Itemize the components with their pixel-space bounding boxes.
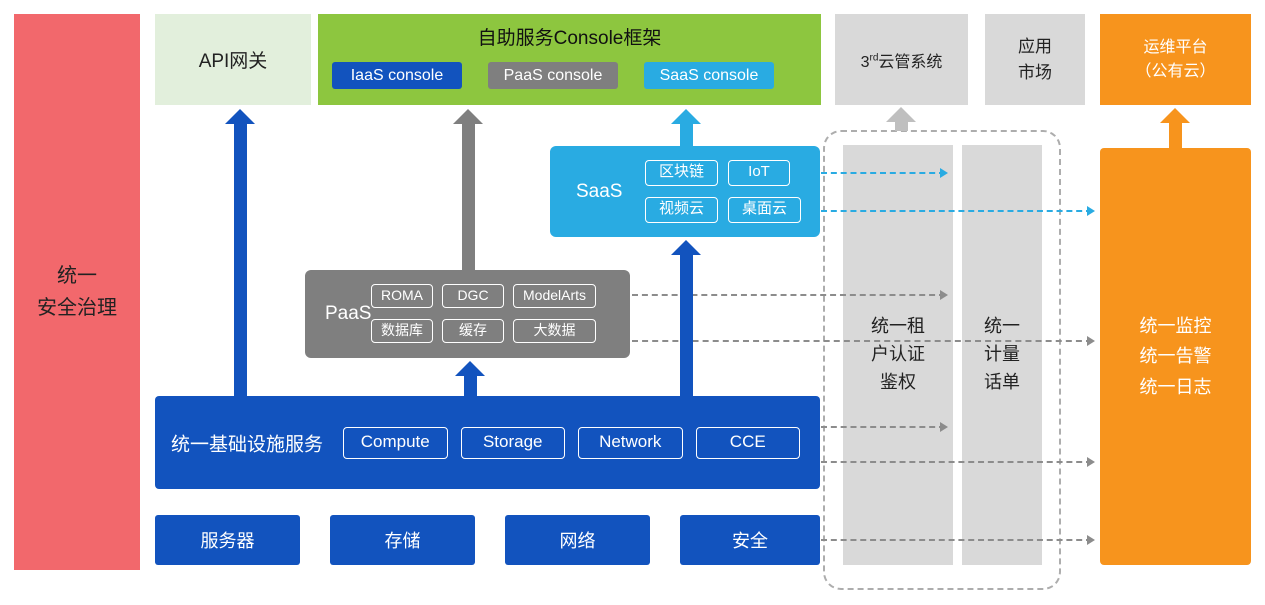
hardware-label-server: 服务器 — [200, 531, 255, 551]
infra-chip-compute: Compute — [343, 426, 448, 459]
dashed-line-paas-to-monitor — [632, 336, 1095, 346]
tenant-services-dashed-group — [823, 130, 1061, 590]
dashed-line-saas-to-metering — [821, 168, 948, 178]
third-party-sup: rd — [869, 52, 879, 64]
arrow-shaft — [233, 122, 247, 396]
hardware-box-server: 服务器 — [155, 515, 300, 565]
saas-chip-desktop-cloud: 桌面云 — [728, 197, 802, 223]
metering-bar: 统一 计量 话单 — [962, 145, 1042, 565]
hardware-box-network: 网络 — [505, 515, 650, 565]
saas-chip-video-cloud: 视频云 — [645, 197, 719, 223]
infra-chip-network: Network — [578, 426, 683, 459]
saas-chip-grid: 区块链 IoT 视频云 桌面云 — [645, 160, 802, 223]
hardware-box-security: 安全 — [680, 515, 820, 565]
arrow-head — [225, 109, 255, 124]
om-platform-label: 运维平台 （公有云） — [1135, 38, 1216, 80]
paas-chip-cache: 缓存 — [442, 319, 504, 343]
third-party-suffix: 云管系统 — [878, 53, 943, 71]
hardware-label-security: 安全 — [732, 531, 768, 551]
dashed-line-infra-to-monitor — [821, 457, 1095, 467]
saas-console-chip: SaaS console — [644, 62, 774, 89]
console-frame-title: 自助服务Console框架 — [477, 28, 662, 49]
arrow-shaft — [679, 253, 693, 396]
arrow-infra-to-api-gateway — [225, 109, 255, 396]
arrow-shaft — [461, 122, 475, 270]
infra-chip-row: Compute Storage Network CCE — [343, 426, 800, 459]
tenant-auth-label: 统一租 户认证 鉴权 — [871, 316, 925, 392]
arrow-head — [886, 107, 916, 122]
arrow-head — [455, 361, 485, 376]
arrow-shaft — [463, 374, 477, 396]
arrow-shaft — [894, 120, 908, 131]
metering-label: 统一 计量 话单 — [984, 316, 1020, 392]
arrow-head — [671, 109, 701, 124]
arrow-monitor-to-om-platform — [1160, 108, 1190, 148]
dashed-line-infra-to-metering — [821, 422, 948, 432]
security-governance-bar: 统一 安全治理 — [14, 14, 140, 570]
third-party-prefix: 3 — [860, 53, 870, 71]
api-gateway-box: API网关 — [155, 14, 311, 105]
tenant-auth-bar: 统一租 户认证 鉴权 — [843, 145, 953, 565]
paas-chip-grid: ROMA DGC ModelArts 数据库 缓存 大数据 — [371, 284, 597, 343]
dashed-line-hardware-to-monitor — [821, 535, 1095, 545]
om-platform-box: 运维平台 （公有云） — [1100, 14, 1251, 105]
arrow-infra-to-saas — [671, 240, 701, 396]
infra-service-label: 统一基础设施服务 — [171, 434, 324, 455]
arrow-shaft — [679, 122, 693, 146]
paas-layer-label: PaaS — [325, 303, 372, 324]
arrow-group-to-third-party — [886, 107, 916, 131]
console-frame-box: 自助服务Console框架 IaaS console PaaS console … — [318, 14, 821, 105]
iaas-console-chip: IaaS console — [332, 62, 462, 89]
dashed-line-paas-to-metering — [632, 290, 948, 300]
saas-chip-iot: IoT — [728, 160, 791, 186]
paas-chip-roma: ROMA — [371, 284, 433, 308]
hardware-box-storage: 存储 — [330, 515, 475, 565]
third-party-cloud-label: 3rd云管系统 — [861, 48, 943, 72]
console-chips-row: IaaS console PaaS console SaaS console — [318, 62, 821, 89]
saas-chip-blockchain: 区块链 — [645, 160, 719, 186]
dashed-line-saas-to-monitor — [821, 206, 1095, 216]
saas-layer-label: SaaS — [576, 180, 623, 202]
arrow-head — [1160, 108, 1190, 123]
paas-console-chip: PaaS console — [488, 62, 618, 89]
security-governance-label: 统一 安全治理 — [37, 265, 117, 319]
arrow-infra-to-paas — [455, 361, 485, 396]
app-market-label: 应用 市场 — [1018, 37, 1052, 82]
paas-chip-dgc: DGC — [442, 284, 504, 308]
arrow-shaft — [1168, 121, 1182, 148]
paas-chip-database: 数据库 — [371, 319, 433, 343]
saas-layer-box: SaaS 区块链 IoT 视频云 桌面云 — [550, 146, 820, 237]
app-market-box: 应用 市场 — [985, 14, 1085, 105]
paas-chip-bigdata: 大数据 — [513, 319, 597, 343]
api-gateway-label: API网关 — [198, 51, 268, 72]
monitor-alarm-log-bar: 统一监控 统一告警 统一日志 — [1100, 148, 1251, 565]
infra-chip-storage: Storage — [460, 426, 565, 459]
infra-service-box: 统一基础设施服务 Compute Storage Network CCE — [155, 396, 820, 489]
arrow-head — [453, 109, 483, 124]
hardware-label-storage: 存储 — [384, 531, 421, 551]
paas-chip-modelarts: ModelArts — [513, 284, 597, 308]
paas-layer-box: PaaS ROMA DGC ModelArts 数据库 缓存 大数据 — [305, 270, 630, 358]
third-party-cloud-box: 3rd云管系统 — [835, 14, 968, 105]
arrow-head — [671, 240, 701, 255]
arrow-paas-to-console — [453, 109, 483, 270]
hardware-label-network: 网络 — [559, 531, 596, 551]
arrow-saas-to-console — [671, 109, 701, 146]
infra-chip-cce: CCE — [695, 426, 800, 459]
monitor-alarm-log-label: 统一监控 统一告警 统一日志 — [1139, 315, 1212, 397]
